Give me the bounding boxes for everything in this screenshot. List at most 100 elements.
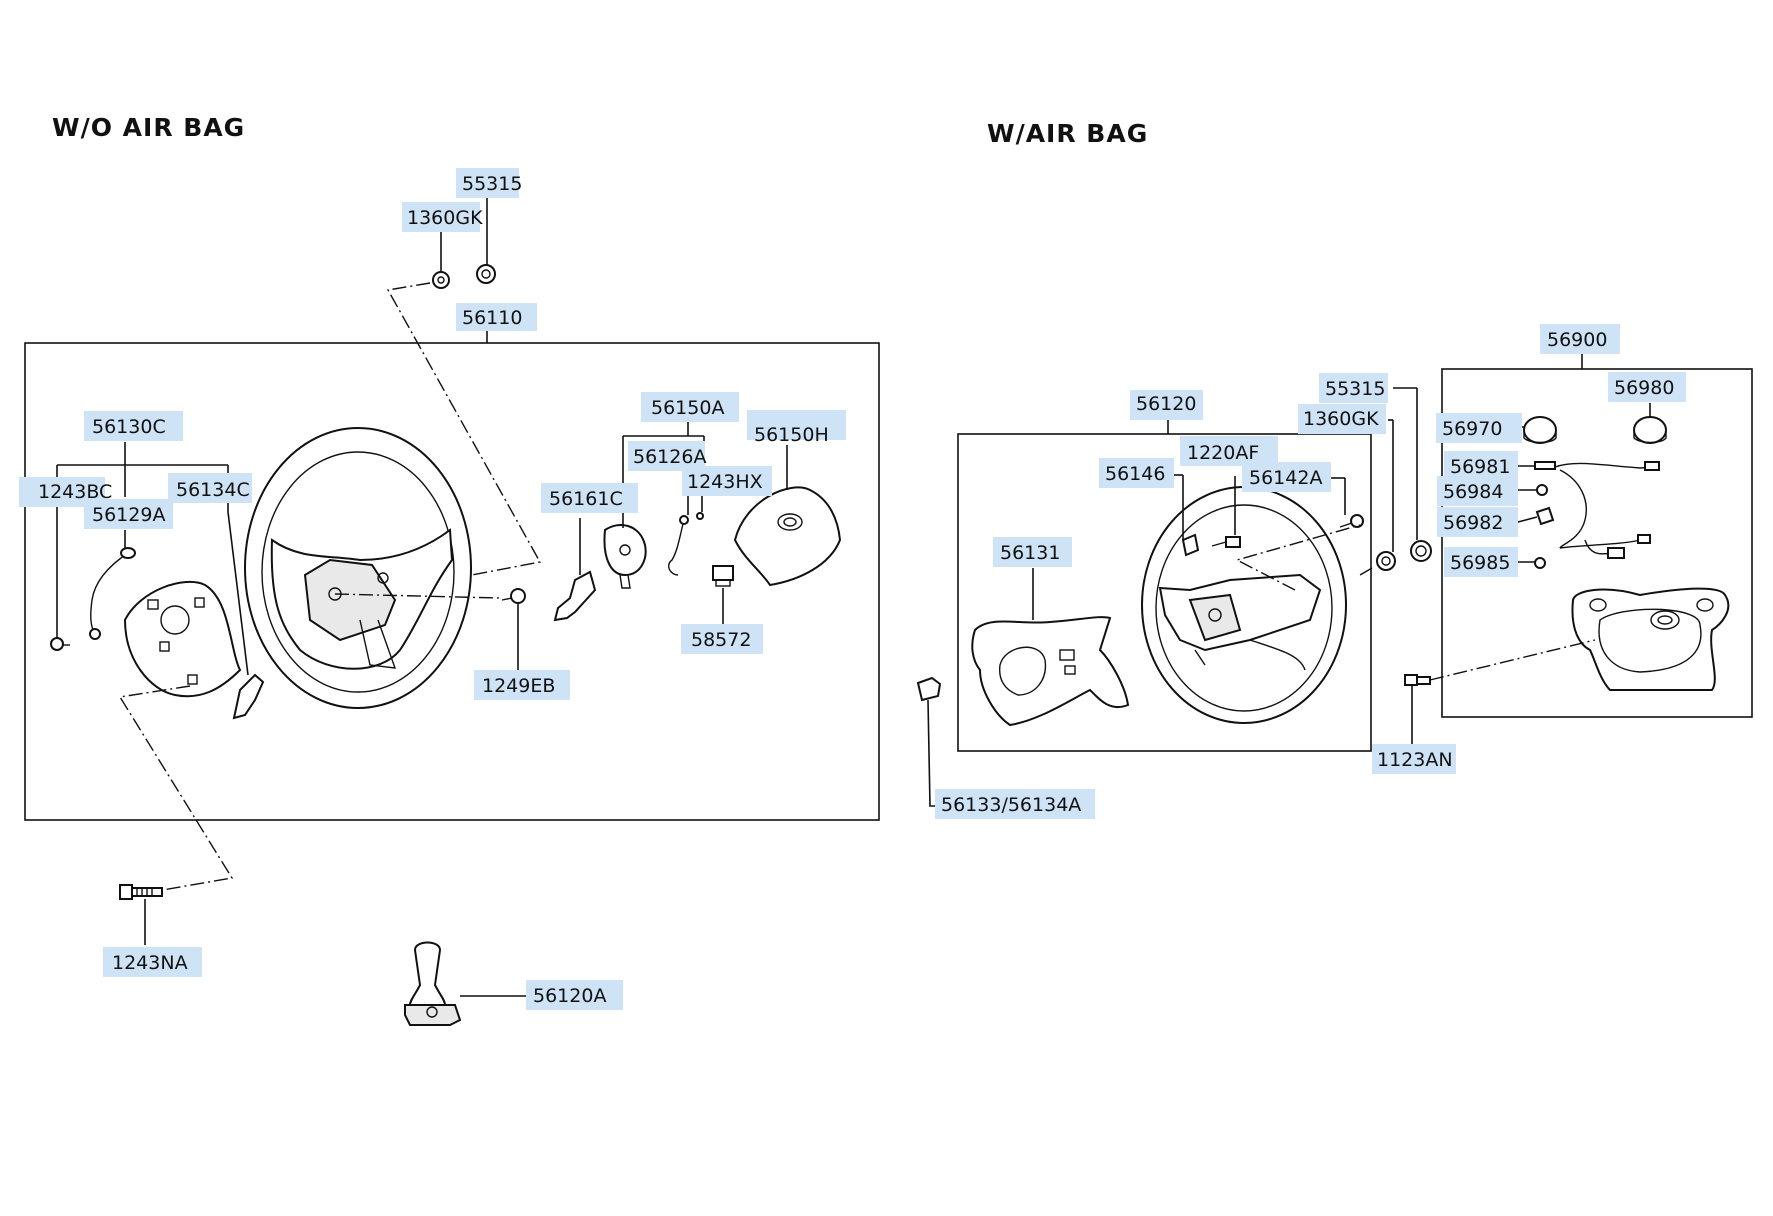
- label-56120a: 56120A: [526, 980, 623, 1010]
- wire-56129a: [89, 547, 136, 640]
- washer-55315-right: [1410, 540, 1432, 562]
- bracket-56161c: [553, 570, 597, 622]
- puller-tool-56120a: [404, 941, 462, 1026]
- svg-text:55315: 55315: [462, 173, 522, 195]
- svg-text:56131: 56131: [1000, 542, 1060, 564]
- svg-text:56129A: 56129A: [92, 504, 165, 526]
- label-1243hx: 1243HX: [682, 466, 772, 496]
- screw-1243bc: [50, 637, 70, 651]
- label-1249eb: 1249EB: [474, 670, 570, 700]
- svg-text:56150A: 56150A: [651, 397, 724, 419]
- svg-text:56120A: 56120A: [533, 985, 606, 1007]
- label-56900: 56900: [1540, 324, 1620, 354]
- label-56142a: 56142A: [1242, 462, 1331, 492]
- label-56150h: 56150H: [747, 410, 846, 446]
- screw-1123an: [1404, 674, 1431, 686]
- connector-58572: [712, 565, 734, 587]
- label-55315-right: 55315: [1319, 373, 1388, 403]
- svg-text:1243NA: 1243NA: [112, 952, 188, 974]
- steering-wheel-56120: [1141, 486, 1347, 724]
- label-1220af: 1220AF: [1180, 436, 1278, 466]
- screw-1249eb: [501, 588, 526, 604]
- label-56970: 56970: [1436, 413, 1522, 443]
- nut-1360gk-left: [432, 271, 450, 289]
- svg-text:1243BC: 1243BC: [38, 481, 112, 503]
- svg-text:56142A: 56142A: [1249, 467, 1322, 489]
- washer-55315-left: [476, 264, 496, 284]
- wiring-56981: [1534, 461, 1660, 559]
- frame-56120: [957, 433, 1372, 752]
- svg-text:56161C: 56161C: [549, 488, 623, 510]
- svg-text:56984: 56984: [1443, 481, 1503, 503]
- cover-56131: [971, 616, 1130, 727]
- label-1360gk-right: 1360GK: [1298, 404, 1386, 434]
- title-with-airbag: W/AIR BAG: [987, 119, 1148, 148]
- svg-text:56146: 56146: [1105, 463, 1165, 485]
- title-without-airbag: W/O AIR BAG: [52, 113, 245, 142]
- horn-pad-56130c: [123, 580, 242, 698]
- svg-text:56985: 56985: [1450, 552, 1510, 574]
- contact-plate-56126a: [603, 524, 647, 589]
- svg-text:56970: 56970: [1442, 418, 1502, 440]
- bolt-56146: [1181, 533, 1200, 557]
- screw-56985: [1534, 557, 1546, 569]
- wire-1243hx: [668, 512, 704, 576]
- svg-text:56150H: 56150H: [754, 424, 829, 446]
- svg-text:56126A: 56126A: [633, 446, 706, 468]
- svg-text:56980: 56980: [1614, 377, 1674, 399]
- label-56985: 56985: [1444, 547, 1518, 577]
- clip-56134c: [232, 673, 265, 720]
- button-56970: [1523, 416, 1557, 444]
- label-56134c: 56134C: [168, 473, 252, 503]
- svg-text:55315: 55315: [1325, 378, 1385, 400]
- svg-text:56981: 56981: [1450, 456, 1510, 478]
- label-56131: 56131: [993, 537, 1072, 567]
- airbag-module-56900: [1571, 587, 1730, 692]
- nut-1360gk-right: [1376, 551, 1396, 571]
- button-56980: [1633, 416, 1667, 444]
- svg-text:1360GK: 1360GK: [407, 207, 483, 229]
- svg-text:56134C: 56134C: [176, 479, 250, 501]
- screw-1220af: [1211, 536, 1241, 548]
- label-1243na: 1243NA: [103, 947, 202, 977]
- label-56982: 56982: [1437, 507, 1518, 537]
- label-56130c: 56130C: [84, 411, 183, 441]
- steering-wheel-56110: [244, 427, 472, 709]
- label-1360gk-left: 1360GK: [402, 202, 483, 232]
- svg-text:56110: 56110: [462, 307, 522, 329]
- svg-text:1249EB: 1249EB: [482, 675, 555, 697]
- label-56161c: 56161C: [541, 483, 638, 513]
- frame-56110: [24, 342, 880, 821]
- svg-text:1220AF: 1220AF: [1187, 442, 1259, 464]
- svg-text:58572: 58572: [691, 629, 751, 651]
- label-56150a: 56150A: [641, 392, 739, 422]
- label-56129a: 56129A: [84, 499, 173, 529]
- clip-56982: [1535, 506, 1555, 526]
- label-1123an: 1123AN: [1372, 744, 1456, 774]
- label-56133-56134a: 56133/56134A: [935, 789, 1095, 819]
- screw-56142a: [1339, 514, 1364, 528]
- svg-text:1123AN: 1123AN: [1377, 749, 1453, 771]
- label-55315-left: 55315: [456, 168, 522, 198]
- screw-56984: [1536, 484, 1548, 496]
- frame-56900: [1441, 368, 1753, 718]
- horn-cover-56150h: [733, 486, 842, 587]
- svg-text:1243HX: 1243HX: [687, 471, 763, 493]
- svg-text:56900: 56900: [1547, 329, 1607, 351]
- svg-text:56130C: 56130C: [92, 416, 166, 438]
- screw-1243na: [119, 884, 163, 900]
- label-56981: 56981: [1444, 451, 1518, 481]
- label-56980: 56980: [1608, 372, 1686, 402]
- clip-56133-56134a: [916, 676, 942, 702]
- svg-text:56120: 56120: [1136, 393, 1196, 415]
- svg-text:56982: 56982: [1443, 512, 1503, 534]
- label-56146: 56146: [1099, 458, 1174, 488]
- svg-text:56133/56134A: 56133/56134A: [941, 794, 1081, 816]
- label-56110: 56110: [456, 303, 537, 331]
- label-56984: 56984: [1437, 476, 1518, 506]
- label-58572: 58572: [681, 624, 763, 654]
- label-56120: 56120: [1130, 390, 1203, 420]
- svg-text:1360GK: 1360GK: [1303, 408, 1379, 430]
